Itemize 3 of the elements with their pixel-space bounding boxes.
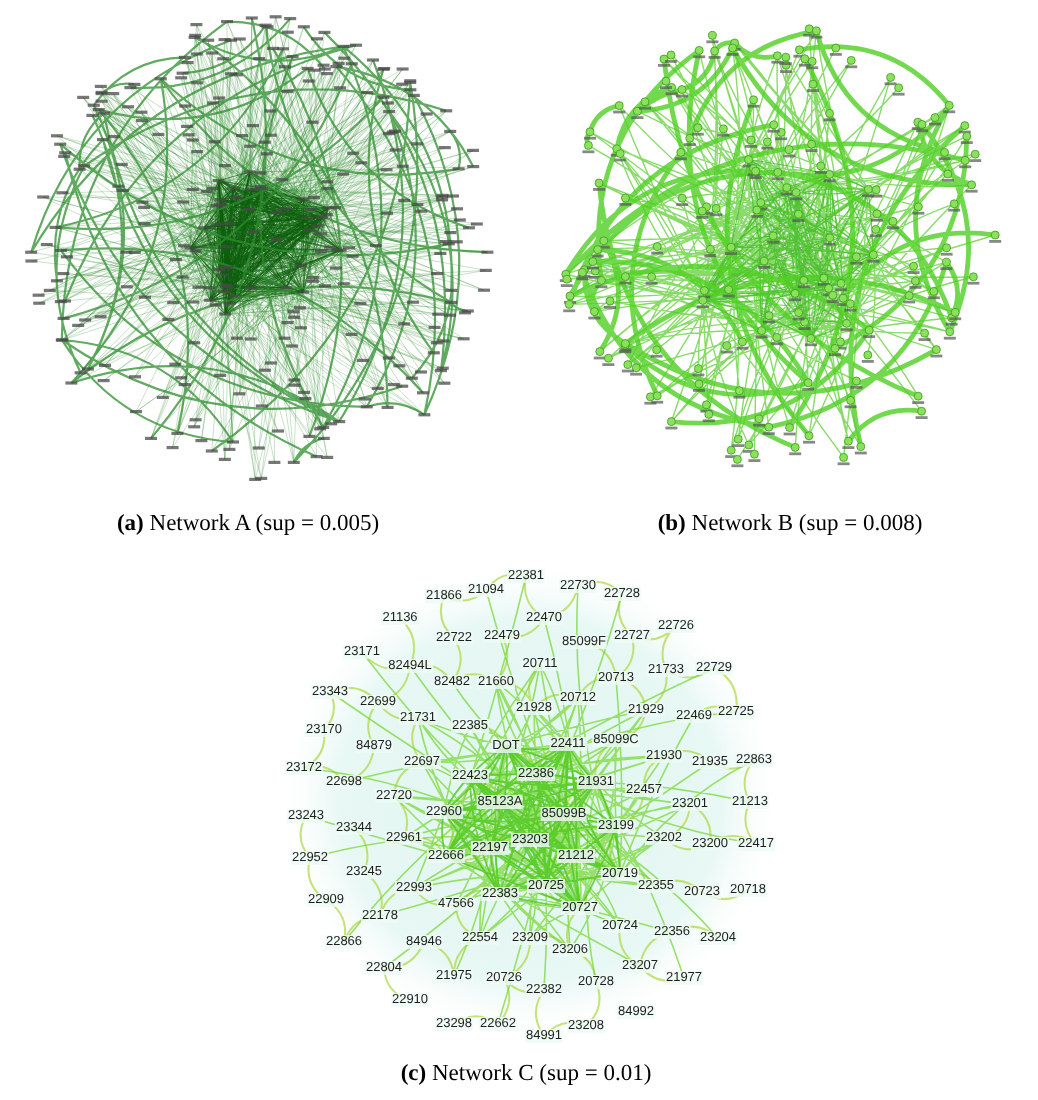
figure-caption: (a) Network A (sup = 0.005) <box>116 510 380 538</box>
figure-caption: (c) Network C (sup = 0.01) <box>400 1060 652 1088</box>
figure-caption: (b) Network B (sup = 0.008) <box>657 510 923 538</box>
